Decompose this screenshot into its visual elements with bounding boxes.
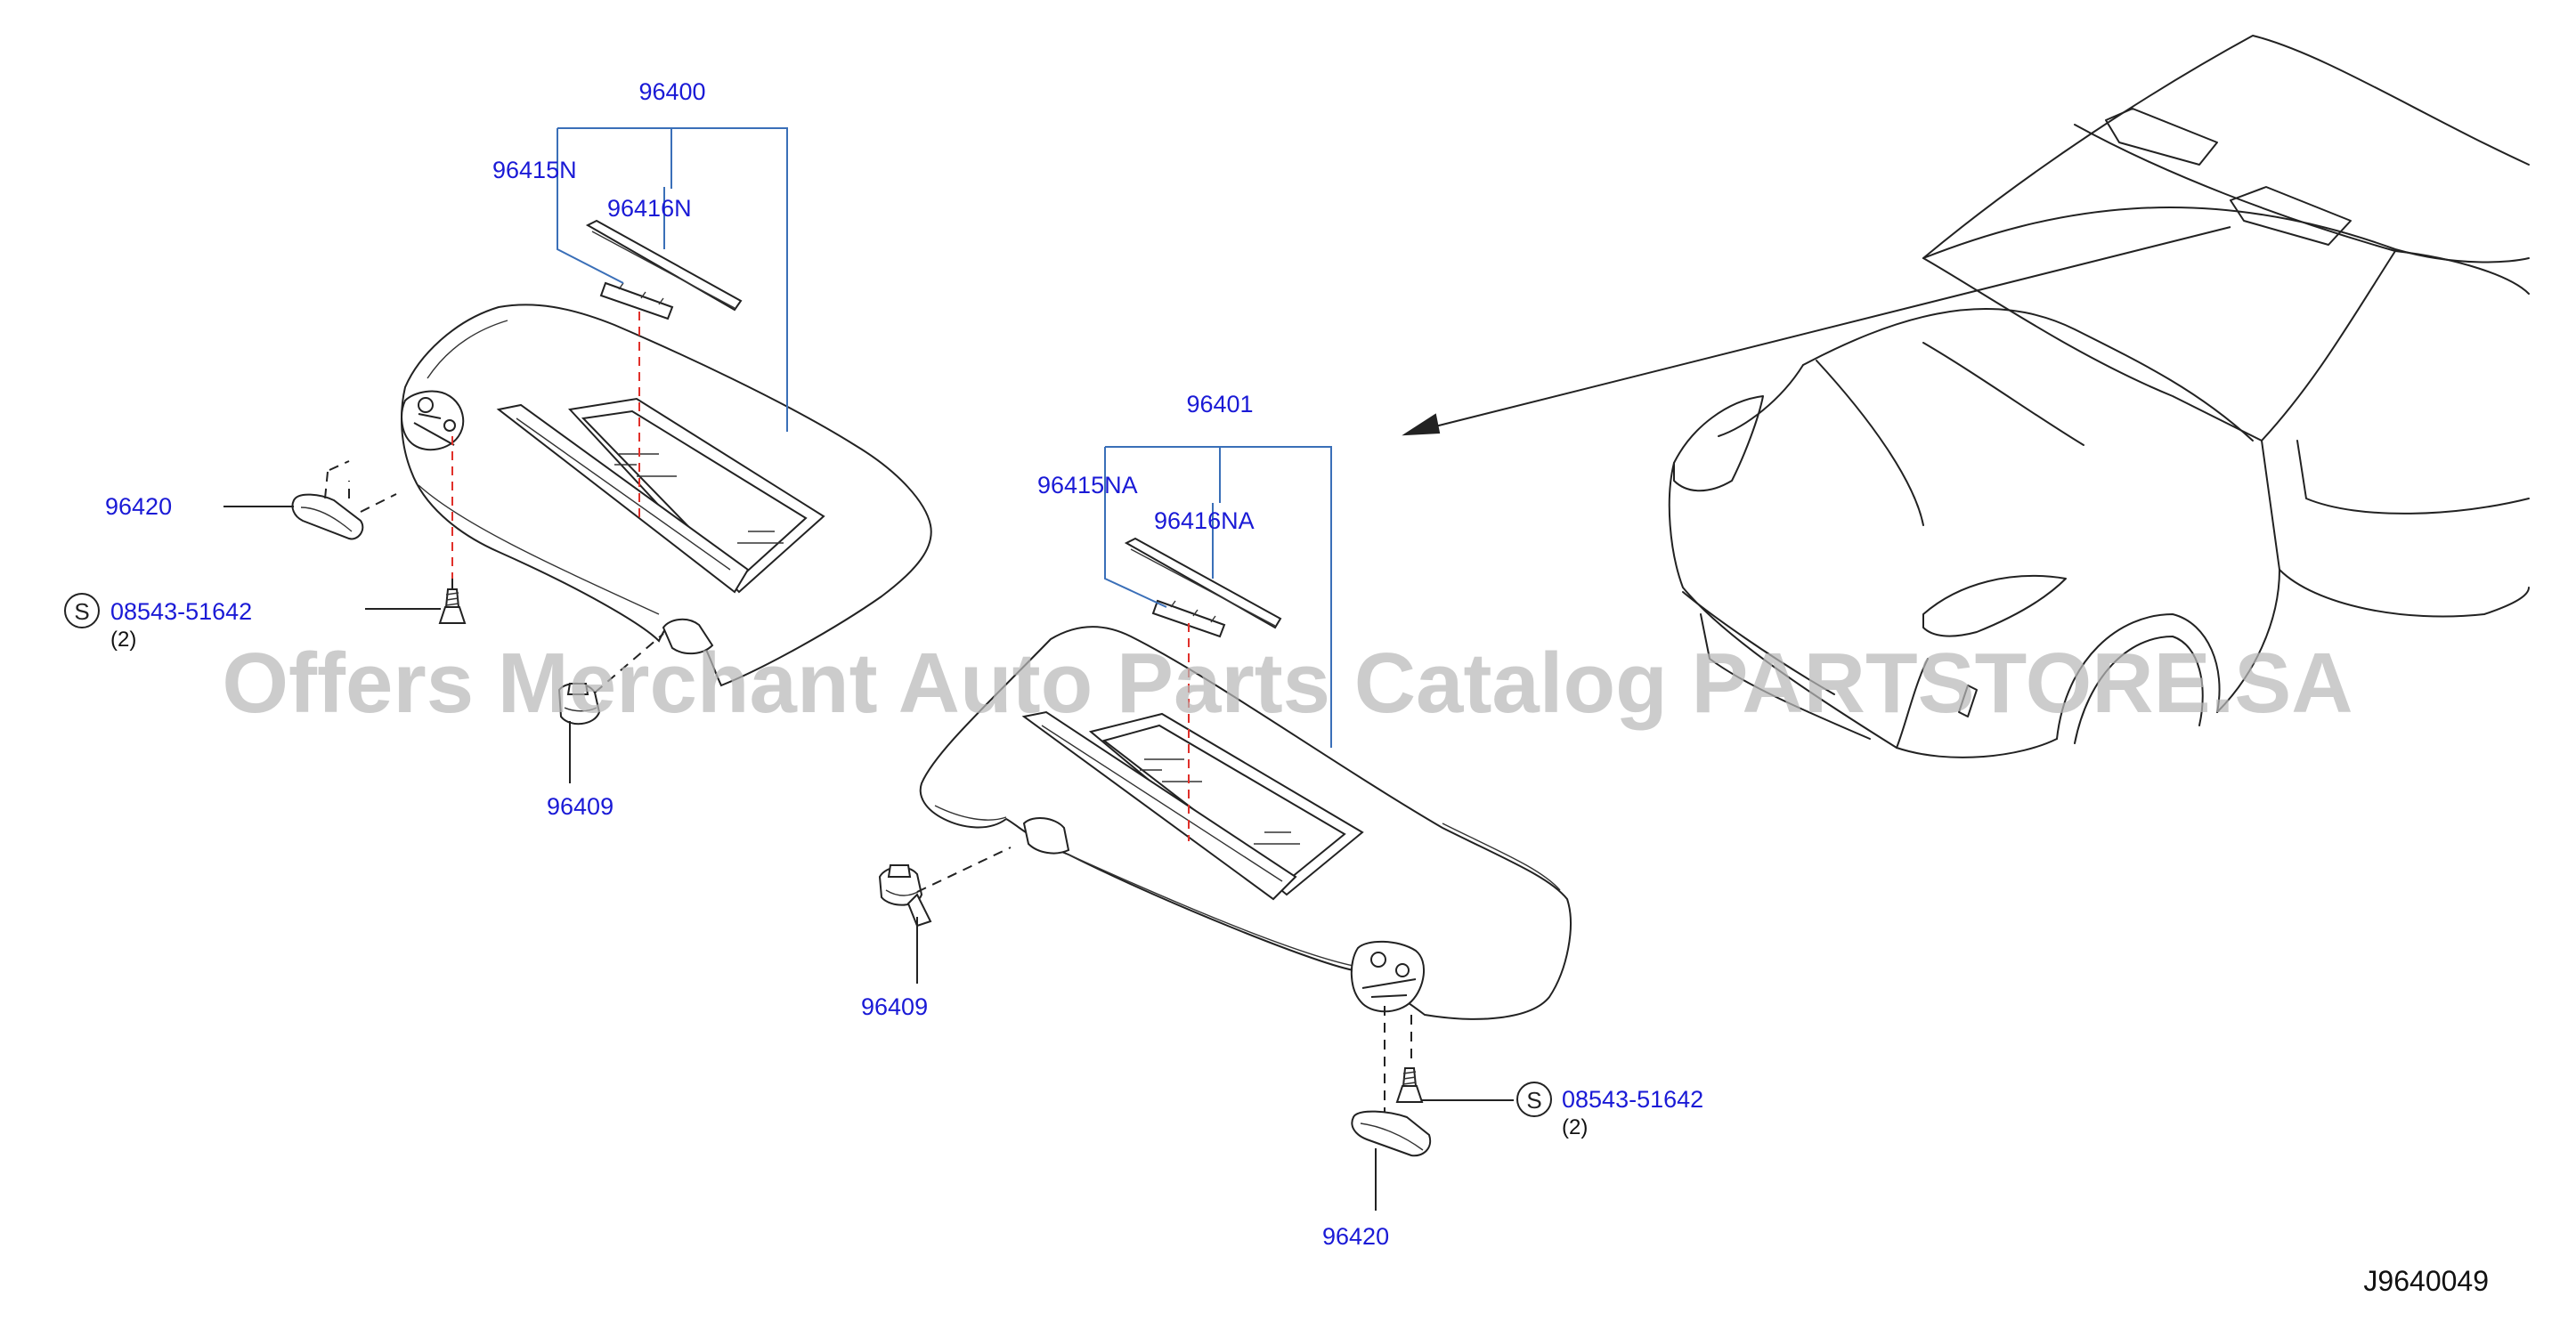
car-illustration — [1668, 35, 2530, 758]
sun-visor-lh — [400, 304, 932, 687]
label-96401[interactable]: 96401 — [1186, 391, 1253, 417]
label-96400[interactable]: 96400 — [638, 78, 705, 105]
label-96420-rh[interactable]: 96420 — [1322, 1223, 1389, 1250]
label-96416n[interactable]: 96416N — [607, 195, 692, 222]
standard-part-mark-rh: S — [1516, 1082, 1552, 1117]
label-08543-51642-rh[interactable]: 08543-51642 — [1562, 1086, 1703, 1113]
s-mark-lh: S — [74, 598, 89, 625]
screw-rh — [1395, 1067, 1424, 1103]
label-96409-rh[interactable]: 96409 — [861, 993, 928, 1020]
diagram-code: J9640049 — [2363, 1265, 2489, 1297]
label-96420-lh[interactable]: 96420 — [105, 493, 172, 520]
label-96416na[interactable]: 96416NA — [1154, 507, 1255, 534]
qty-screw-lh: (2) — [110, 628, 136, 652]
screw-lh — [438, 579, 467, 624]
sun-visor-rh — [919, 626, 1572, 1020]
visor-holder-rh — [1351, 1110, 1432, 1157]
visor-hook-rh — [878, 864, 932, 928]
visor-cover-rh — [1124, 537, 1282, 629]
s-mark-rh: S — [1526, 1087, 1541, 1114]
visor-holder-lh — [291, 493, 364, 540]
location-arrow — [1402, 226, 2231, 436]
visor-clip-lh — [599, 281, 674, 320]
label-96409-lh[interactable]: 96409 — [547, 793, 614, 820]
watermark: Offers Merchant Auto Parts Catalog PARTS… — [222, 636, 2353, 731]
label-08543-51642-lh[interactable]: 08543-51642 — [110, 598, 252, 625]
label-96415na[interactable]: 96415NA — [1037, 472, 1138, 498]
visor-hook-lh — [557, 682, 601, 725]
label-96415n[interactable]: 96415N — [492, 157, 577, 183]
visor-clip-rh — [1151, 599, 1226, 638]
visor-cover-lh — [585, 219, 743, 312]
standard-part-mark-lh: S — [64, 593, 100, 628]
qty-screw-rh: (2) — [1562, 1115, 1588, 1139]
